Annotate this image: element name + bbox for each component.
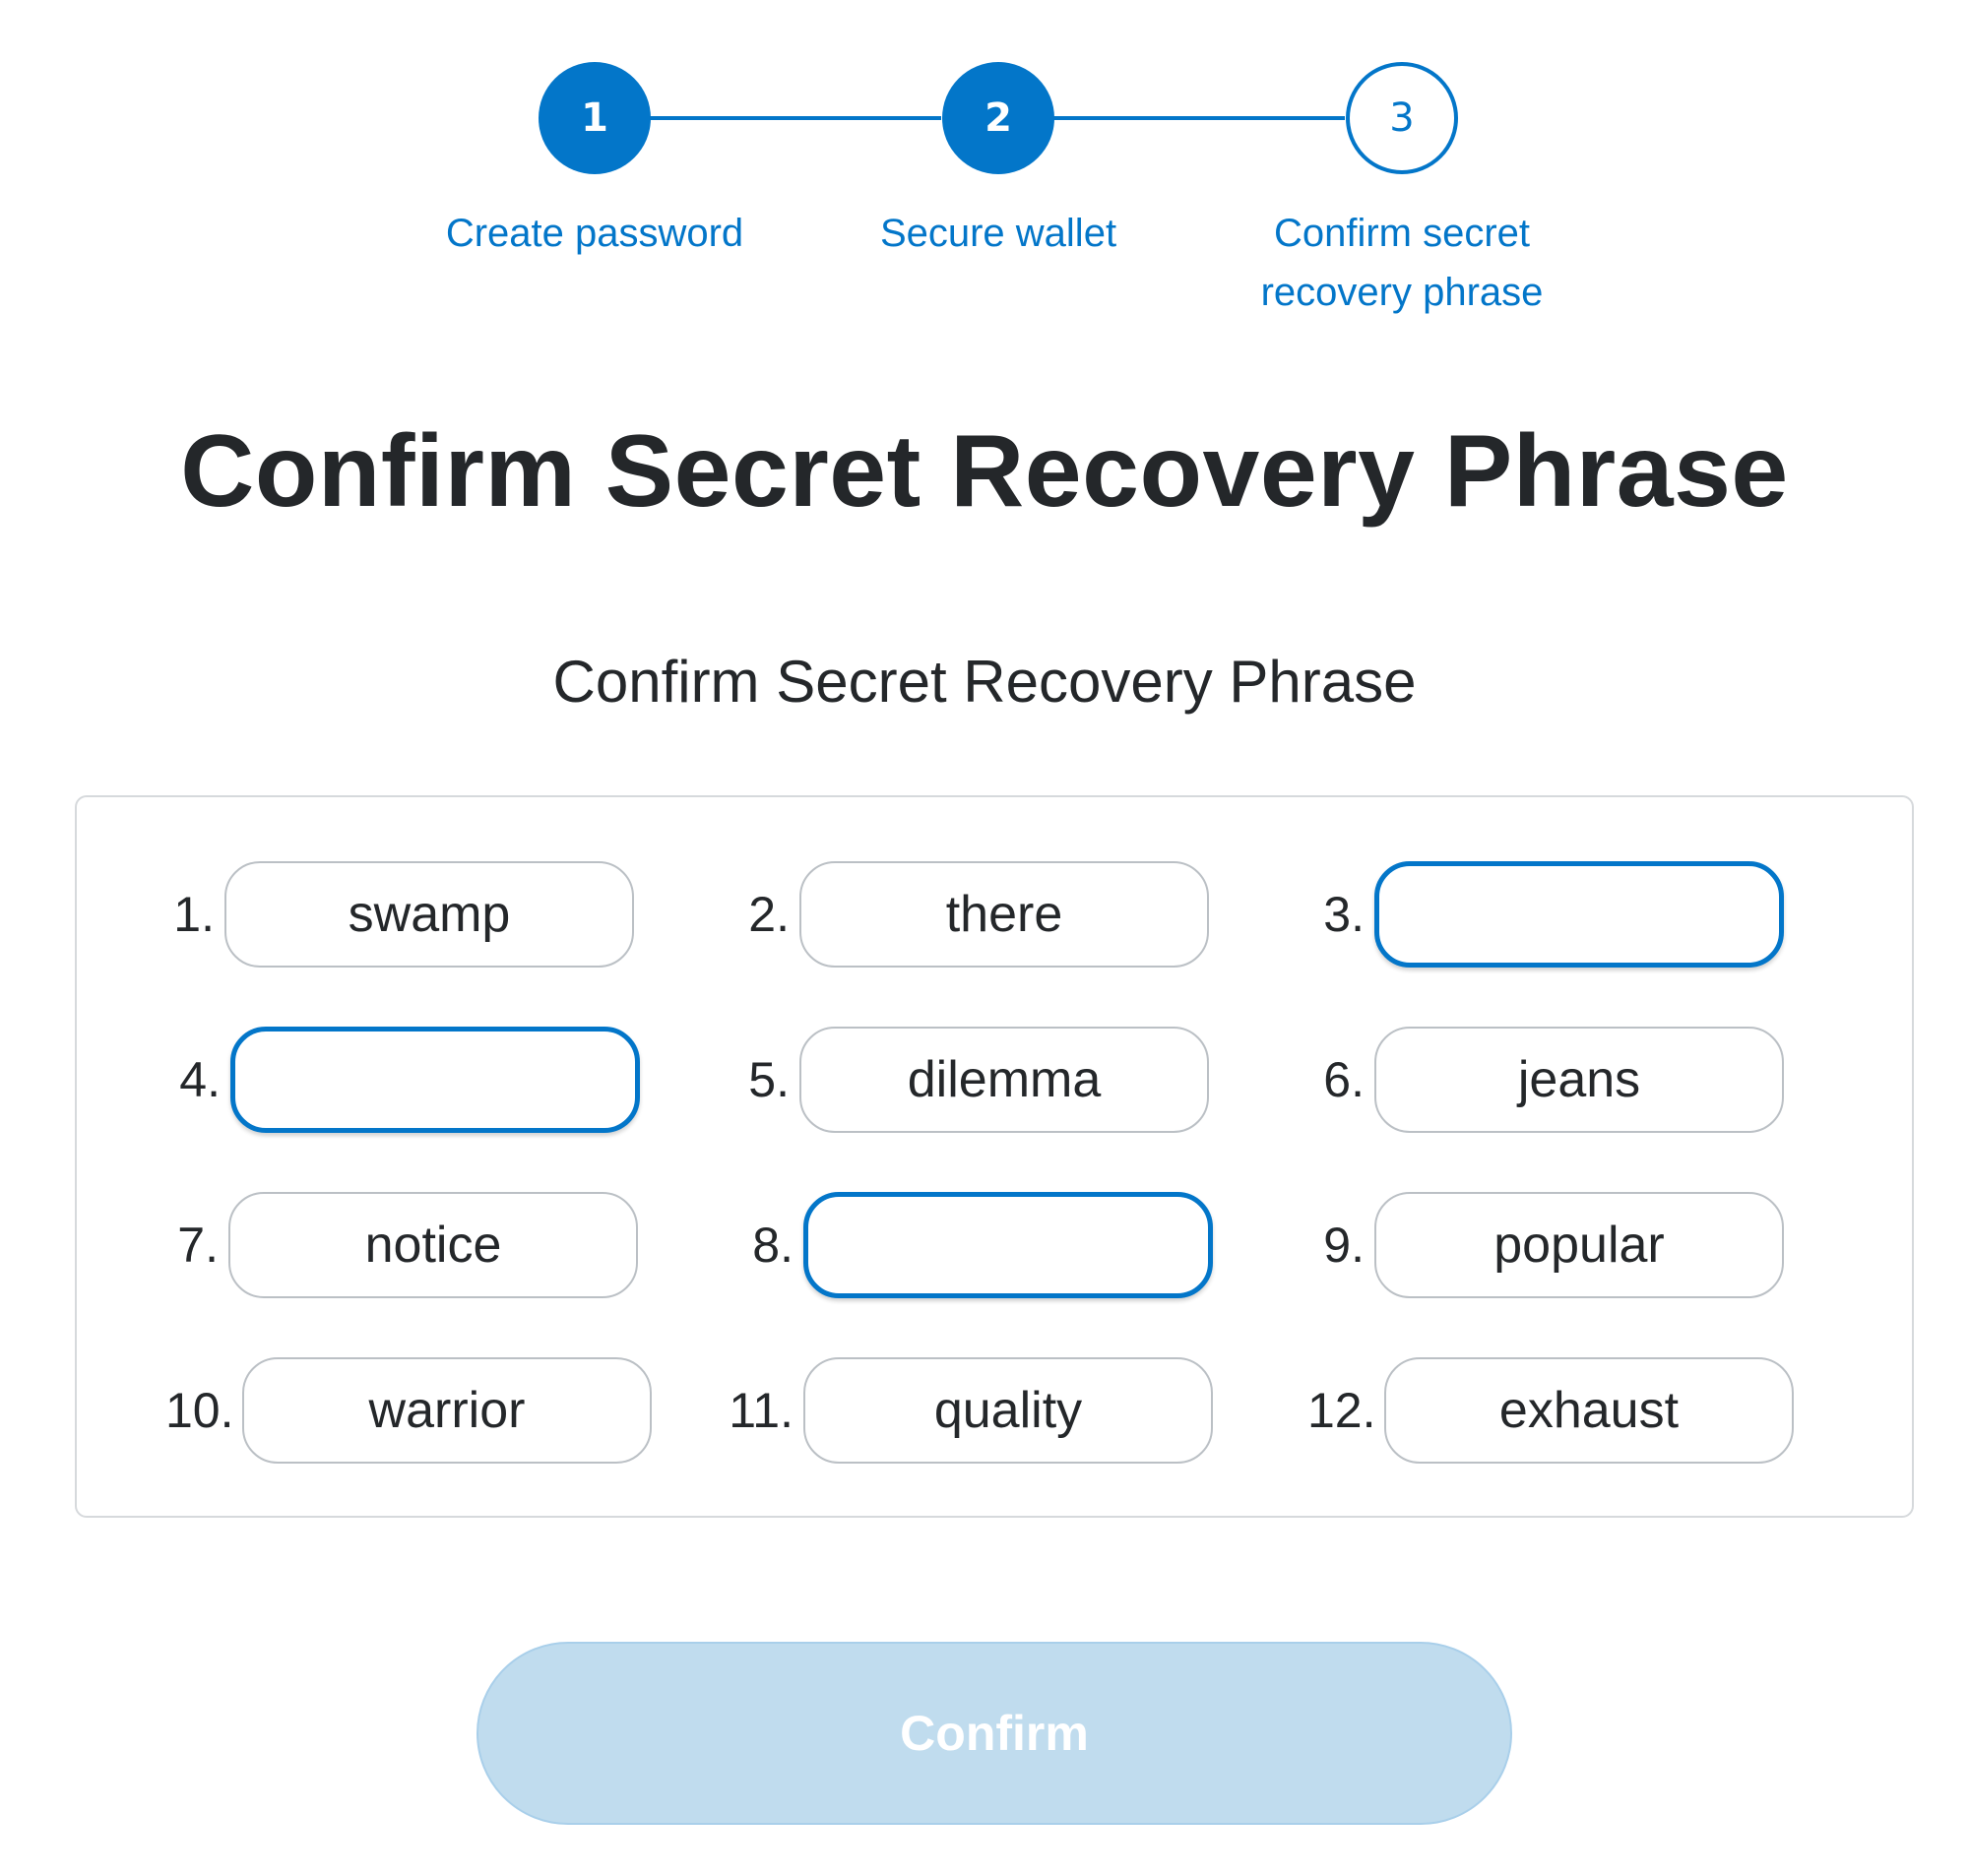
word-index: 1. [173,887,215,942]
phrase-word-11: 11. quality [727,1356,1213,1465]
phrase-word-5: 5. dilemma [742,1026,1209,1134]
word-chip: dilemma [799,1027,1209,1133]
word-chip: notice [228,1192,638,1298]
phrase-word-3: 3. [1317,860,1784,969]
step-label: Create password [445,212,744,255]
word-chip: popular [1374,1192,1784,1298]
phrase-word-7: 7. notice [171,1191,638,1299]
word-index: 2. [748,887,790,942]
step-confirm-phrase: 3 Confirm secret recovery phrase [1195,0,1609,322]
step-number-badge: 1 [539,62,651,174]
word-index: 5. [748,1052,790,1107]
phrase-word-8: 8. [746,1191,1213,1299]
phrase-word-9: 9. popular [1317,1191,1784,1299]
phrase-word-1: 1. swamp [167,860,634,969]
phrase-word-12: 12. exhaust [1307,1356,1794,1465]
phrase-word-6: 6. jeans [1317,1026,1784,1134]
page-title: Confirm Secret Recovery Phrase [180,414,1789,529]
step-secure-wallet: 2 Secure wallet [792,0,1205,263]
word-4-input[interactable] [230,1027,640,1133]
step-create-password: 1 Create password [388,0,801,263]
word-index: 12. [1307,1383,1376,1438]
word-8-input[interactable] [803,1192,1213,1298]
word-chip: jeans [1374,1027,1784,1133]
step-label: Secure wallet [879,212,1117,255]
step-number-badge: 3 [1346,62,1458,174]
word-index: 10. [165,1383,234,1438]
word-chip: quality [803,1357,1213,1464]
word-index: 11. [729,1383,794,1438]
step-number-badge: 2 [942,62,1054,174]
word-index: 3. [1323,887,1365,942]
step-connector [650,116,941,120]
word-index: 4. [179,1052,221,1107]
word-index: 8. [752,1218,794,1273]
recovery-phrase-grid: 1. swamp 2. there 3. 4. 5. dilemma 6. je… [75,795,1914,1518]
step-connector [1053,116,1345,120]
phrase-word-2: 2. there [742,860,1209,969]
word-3-input[interactable] [1374,861,1784,968]
phrase-word-4: 4. [173,1026,640,1134]
word-chip: exhaust [1384,1357,1794,1464]
word-chip: there [799,861,1209,968]
word-index: 9. [1323,1218,1365,1273]
word-index: 7. [177,1218,219,1273]
word-chip: warrior [242,1357,652,1464]
phrase-word-10: 10. warrior [165,1356,652,1465]
step-label: Confirm secret recovery phrase [1260,212,1544,314]
progress-stepper: 1 Create password 2 Secure wallet 3 Conf… [0,0,1969,335]
word-index: 6. [1323,1052,1365,1107]
word-chip: swamp [224,861,634,968]
confirm-button[interactable]: Confirm [476,1642,1512,1825]
page-subtitle: Confirm Secret Recovery Phrase [552,649,1417,715]
